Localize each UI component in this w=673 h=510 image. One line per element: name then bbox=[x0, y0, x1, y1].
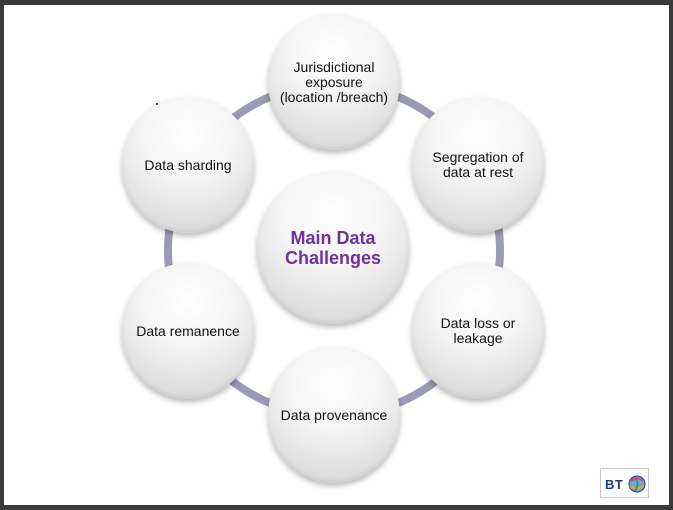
center-node: Main Data Challenges bbox=[257, 172, 409, 324]
center-label: Main Data Challenges bbox=[284, 228, 382, 268]
node-segregation-of-data: Segregation of data at rest bbox=[412, 97, 544, 233]
node-label: Data loss or leakage bbox=[440, 315, 516, 346]
node-jurisdictional-exposure: Jurisdictional exposure (location /breac… bbox=[268, 14, 400, 150]
node-data-provenance: Data provenance bbox=[268, 347, 400, 483]
node-label: Data provenance bbox=[280, 406, 388, 423]
bt-logo: BT bbox=[600, 468, 649, 498]
node-label: Segregation of data at rest bbox=[432, 149, 524, 180]
node-label: Data sharding bbox=[144, 156, 232, 173]
node-data-loss-or-leakage: Data loss or leakage bbox=[412, 263, 544, 399]
node-data-sharding: Data sharding bbox=[122, 97, 254, 233]
bt-logo-text: BT bbox=[605, 477, 624, 492]
node-label: Data remanence bbox=[136, 322, 240, 339]
bt-globe-icon bbox=[628, 475, 646, 493]
node-data-remanence: Data remanence bbox=[122, 263, 254, 399]
node-label: Jurisdictional exposure (location /breac… bbox=[279, 58, 389, 105]
slide: Jurisdictional exposure (location /breac… bbox=[4, 5, 669, 505]
